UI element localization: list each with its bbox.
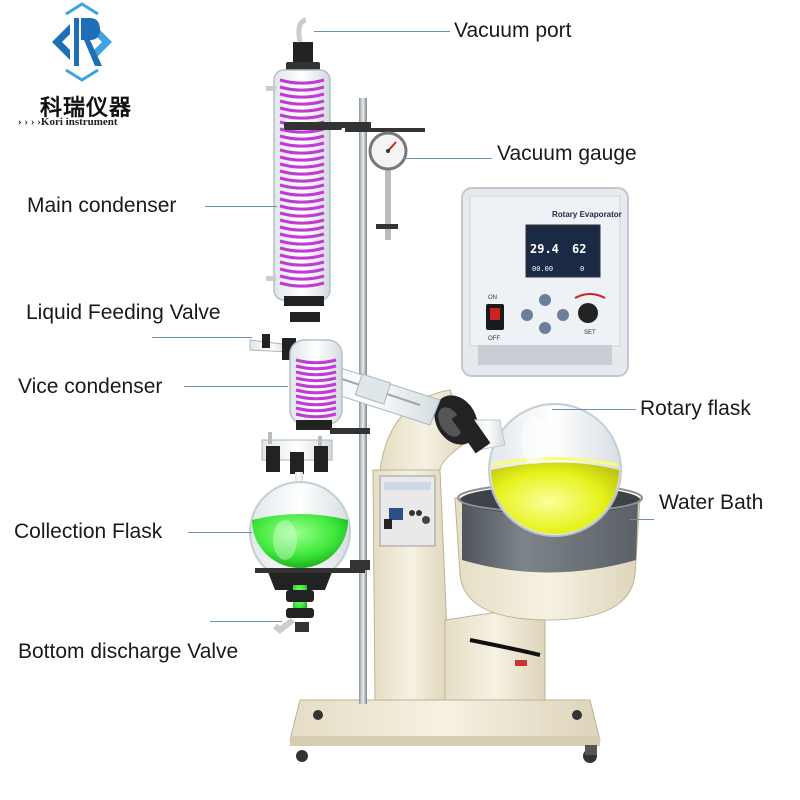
control-box (461, 187, 629, 377)
coil-turn (279, 197, 325, 204)
lift-column (372, 389, 546, 701)
button-up[interactable] (539, 294, 551, 306)
coil-turn (295, 388, 337, 395)
coil-turn (279, 211, 325, 218)
coil-turn (279, 92, 325, 99)
leader-vice-condenser (184, 386, 288, 387)
label-main-condenser: Main condenser (27, 194, 177, 217)
coil-turn (279, 85, 325, 92)
coil-turn (279, 246, 325, 253)
coil-turn (279, 134, 325, 141)
coil-turn (279, 99, 325, 106)
switch-off-label: OFF (488, 336, 500, 342)
coil-turn (279, 274, 325, 281)
button-right[interactable] (557, 309, 569, 321)
coil-turn (279, 155, 325, 162)
label-vice-condenser: Vice condenser (18, 375, 163, 398)
switch-on-label: ON (488, 295, 497, 301)
coil-turn (295, 370, 337, 377)
main-condenser (266, 17, 342, 322)
control-box-title: Rotary Evaporator (552, 210, 622, 219)
coil-turn (295, 394, 337, 401)
label-rotary-flask: Rotary flask (640, 397, 751, 420)
leader-water-bath (630, 519, 654, 520)
coil-turn (279, 141, 325, 148)
rotary-flask (451, 403, 622, 537)
label-vacuum-port: Vacuum port (454, 19, 572, 42)
coil-turn (279, 267, 325, 274)
coil-turn (279, 190, 325, 197)
label-water-bath: Water Bath (659, 491, 764, 514)
coil-turn (279, 225, 325, 232)
coil-turn (279, 204, 325, 211)
coil-turn (279, 183, 325, 190)
collection-flask (249, 481, 370, 590)
coil-turn (279, 232, 325, 239)
label-liquid-feeding-valve: Liquid Feeding Valve (26, 301, 221, 324)
leader-main-condenser (205, 206, 277, 207)
display-speed: 62 (572, 242, 586, 256)
leader-vacuum-gauge (404, 158, 492, 159)
coil-turn (279, 162, 325, 169)
coil-turn (279, 218, 325, 225)
brand-logo-mark (52, 2, 112, 82)
leader-liquid-feeding-valve (152, 337, 252, 338)
label-collection-flask: Collection Flask (14, 520, 163, 543)
coil-turn (279, 176, 325, 183)
display-time: 00.00 (532, 265, 553, 273)
vice-condenser (289, 339, 343, 430)
button-left[interactable] (521, 309, 533, 321)
brand-name-chinese: 科瑞仪器 (40, 96, 133, 121)
coil-turn (295, 412, 337, 419)
coil-turn (279, 148, 325, 155)
coil-turn (279, 260, 325, 267)
leader-rotary-flask (552, 409, 636, 410)
leader-bottom-discharge-valve (210, 621, 282, 622)
bottom-discharge-valve (273, 585, 314, 634)
coil-turn (279, 253, 325, 260)
coil-turn (295, 382, 337, 389)
vacuum-gauge (345, 128, 425, 240)
coil-turn (295, 406, 337, 413)
coil-turn (279, 113, 325, 120)
leader-collection-flask (188, 532, 252, 533)
coil-turn (279, 281, 325, 288)
coil-turn (279, 239, 325, 246)
leader-vacuum-port (314, 31, 450, 32)
vice-clamp (330, 428, 370, 434)
brand-logo: 科瑞仪器 › › › ›Kori instrument (18, 0, 146, 130)
base-stand (289, 699, 601, 763)
label-bottom-discharge-valve: Bottom discharge Valve (18, 640, 239, 663)
condenser-clamp (326, 122, 371, 128)
set-knob[interactable] (578, 303, 598, 323)
coil-turn (295, 400, 337, 407)
coil-turn (295, 364, 337, 371)
knob-set-label: SET (584, 330, 596, 336)
liquid-feeding-valve (249, 334, 296, 360)
coil-turn (295, 358, 337, 365)
brand-name-english: › › › ›Kori instrument (18, 116, 118, 128)
display-aux: 0 (580, 265, 584, 273)
control-display (525, 224, 601, 278)
coil-turn (295, 376, 337, 383)
display-temperature: 29.4 (530, 242, 559, 256)
coil-turn (279, 169, 325, 176)
coil-turn (279, 106, 325, 113)
button-down[interactable] (539, 322, 551, 334)
coil-turn (279, 78, 325, 85)
label-vacuum-gauge: Vacuum gauge (497, 142, 637, 165)
